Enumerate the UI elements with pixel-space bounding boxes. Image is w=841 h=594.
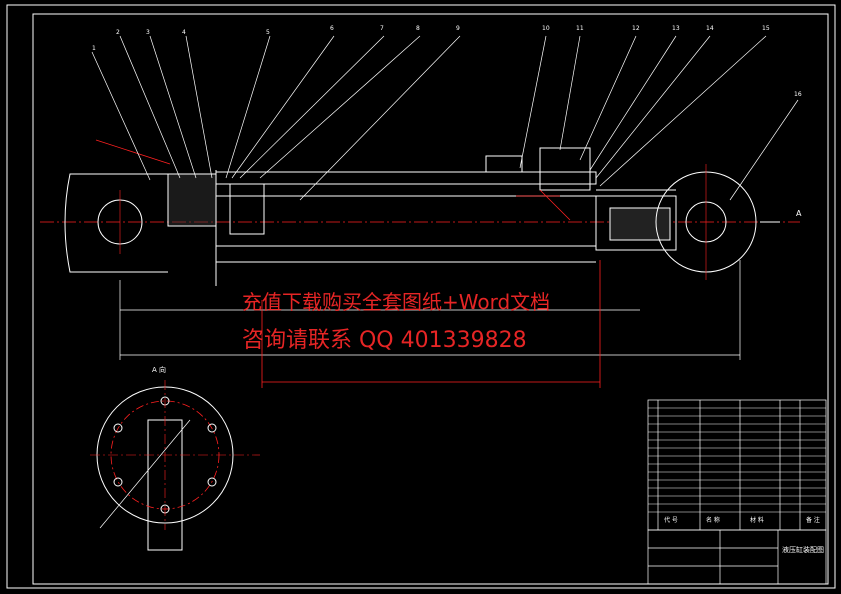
part-6: 6 [330, 25, 334, 32]
part-14: 14 [706, 25, 714, 32]
part-labels: 1 2 3 4 5 6 7 8 9 10 11 12 13 14 15 16 [92, 25, 802, 98]
col-name-header: 名 称 [706, 516, 720, 524]
part-4: 4 [182, 29, 186, 36]
title-block [647, 529, 827, 585]
red-dimension-lines [95, 139, 601, 388]
parts-list-rows [648, 407, 826, 513]
part-5: 5 [266, 29, 270, 36]
dimension-lines [119, 260, 741, 360]
part-leaders [91, 35, 799, 201]
a-view-label: A 向 [152, 365, 166, 374]
part-10: 10 [542, 25, 550, 32]
col-material-header: 材 料 [750, 516, 764, 524]
drawing-title: 液压缸装配图 [782, 545, 824, 554]
part-7: 7 [380, 25, 384, 32]
cylinder-barrel [215, 147, 597, 263]
part-8: 8 [416, 25, 420, 32]
watermark-line-1: 充值下载购买全套图纸+Word文档 [242, 290, 551, 314]
col-seq-header: 代 号 [664, 516, 678, 524]
part-13: 13 [672, 25, 680, 32]
part-2: 2 [116, 29, 120, 36]
watermark-line-2: 咨询请联系 QQ 401339828 [242, 328, 527, 353]
part-9: 9 [456, 25, 460, 32]
part-12: 12 [632, 25, 640, 32]
outer-border [6, 4, 836, 589]
part-15: 15 [762, 25, 770, 32]
left-clevis [64, 170, 217, 286]
part-11: 11 [576, 25, 584, 32]
parts-list-table [647, 399, 827, 531]
part-3: 3 [146, 29, 150, 36]
part-16: 16 [794, 91, 802, 98]
col-note-header: 备 注 [806, 516, 820, 524]
part-1: 1 [92, 45, 96, 52]
piston-rod [595, 189, 677, 251]
flange-leader [99, 419, 191, 529]
inner-border [32, 13, 829, 585]
section-a-label: A [796, 209, 802, 218]
